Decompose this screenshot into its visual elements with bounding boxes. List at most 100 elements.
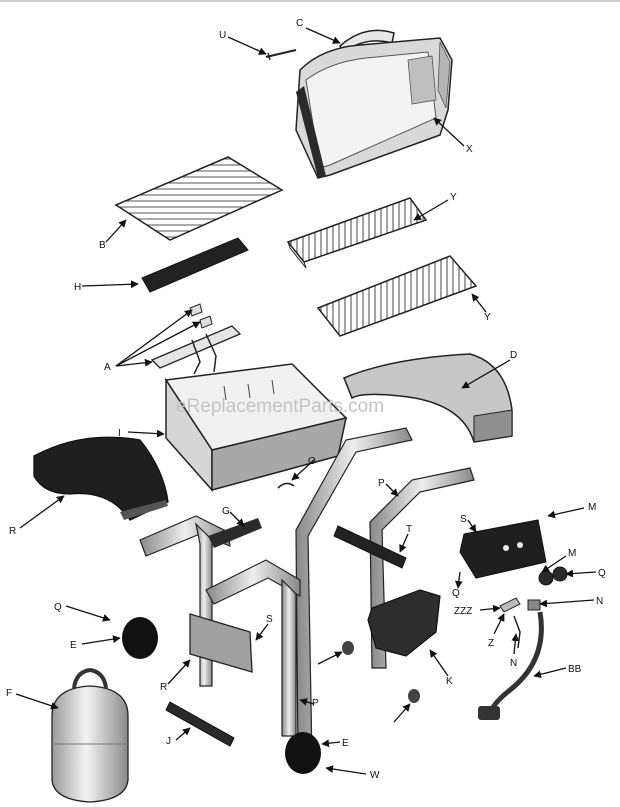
callout-l-right [393,703,411,723]
callout-o: O [291,456,316,481]
part-t-crossbar [333,525,407,569]
svg-text:Y: Y [450,192,457,203]
part-u-pin [265,49,297,61]
callout-m-upper: M [547,502,596,519]
callout-r-lower: R [160,659,191,693]
callout-e-right: E [321,738,349,749]
svg-text:Q: Q [598,568,606,579]
callout-p: P [378,478,399,497]
svg-text:R: R [9,526,16,537]
svg-text:ZZZ: ZZZ [454,606,472,617]
svg-text:B: B [99,240,106,251]
svg-text:U: U [219,30,226,41]
callout-n-lower: N [510,633,520,669]
part-h-heat-plate [141,237,249,293]
part-v-valve [527,599,541,611]
svg-text:E: E [342,738,349,749]
svg-text:N: N [510,658,517,669]
callout-l-left [317,651,343,665]
callout-z: Z [488,613,505,649]
svg-text:O: O [308,456,316,467]
svg-text:X: X [466,144,473,155]
svg-text:C: C [296,18,303,29]
callout-h: H [74,280,139,293]
callout-t: T [399,524,412,553]
callout-s: S [460,514,477,533]
callout-p-lower: P [299,698,319,709]
callout-a: A [104,309,201,373]
callout-zzz: ZZZ [454,604,501,617]
part-r-side-shelf-left [33,436,169,521]
part-a-burner-assembly [150,303,242,375]
top-border [0,0,620,2]
part-k-bracket [367,589,441,657]
svg-text:E: E [70,640,77,651]
callout-bb: BB [533,664,582,679]
part-b-cooking-grate [114,156,284,241]
part-f-propane-tank [51,667,129,803]
svg-text:A: A [104,362,111,373]
callout-f: F [6,688,59,710]
callout-w: W [325,765,380,781]
svg-text:G: G [222,506,230,517]
svg-text:M: M [588,502,596,513]
svg-text:BB: BB [568,664,582,675]
svg-text:H: H [74,282,81,293]
part-n-regulator [513,615,521,649]
callout-x: X [433,117,473,155]
part-q-control-knobs [538,566,568,586]
svg-text:W: W [370,770,380,781]
callout-y-lower: Y [471,293,491,323]
callout-u: U [219,30,267,55]
callout-r: R [9,495,65,537]
part-d-side-shelf-right [343,353,513,443]
svg-text:S: S [266,614,273,625]
callout-c: C [296,18,341,44]
svg-text:D: D [510,350,517,361]
callout-j: J [166,727,191,747]
svg-text:R: R [160,682,167,693]
callout-s-lower: S [255,614,273,641]
callout-q-left: Q [54,602,111,622]
svg-text:P: P [312,698,319,709]
part-y-warming-rack-lower [316,255,478,337]
part-i-firebox [164,363,348,492]
part-e-wheel-left [122,617,158,659]
svg-text:T: T [406,524,412,535]
svg-text:Y: Y [484,312,491,323]
svg-text:F: F [6,688,12,699]
callout-i: I [118,428,165,439]
part-m-control-panel [459,519,547,579]
callout-b: B [99,219,127,251]
callout-y: Y [413,192,457,221]
part-z-fitting [499,597,521,613]
part-l-axle-caps [342,641,420,703]
part-x-grill-lid [295,37,453,179]
svg-text:P: P [378,478,385,489]
callout-q-right: Q [565,568,606,579]
part-y-warming-rack-upper [286,197,428,269]
svg-text:S: S [460,514,467,525]
callout-e-left: E [70,635,121,651]
svg-text:N: N [596,596,603,607]
svg-text:K: K [446,676,453,687]
part-j-leg [165,701,235,747]
part-o-clip [277,482,295,489]
svg-text:M: M [568,548,576,559]
callout-k: K [429,649,453,687]
callout-q-mid: Q [452,571,463,599]
callout-g: G [222,506,245,527]
svg-text:J: J [166,736,171,747]
part-p-cart-frame [295,427,475,761]
callout-n-right: N [539,596,603,608]
part-s-front-panel [189,613,253,673]
svg-text:Q: Q [54,602,62,613]
callout-d: D [461,350,517,389]
part-bb-gas-hose [478,611,544,720]
svg-text:I: I [118,428,121,439]
watermark-text: eReplacementParts.com [176,396,384,417]
callout-m-lower: M [541,548,576,573]
svg-text:Z: Z [488,638,494,649]
part-e-wheel-right [285,732,321,774]
